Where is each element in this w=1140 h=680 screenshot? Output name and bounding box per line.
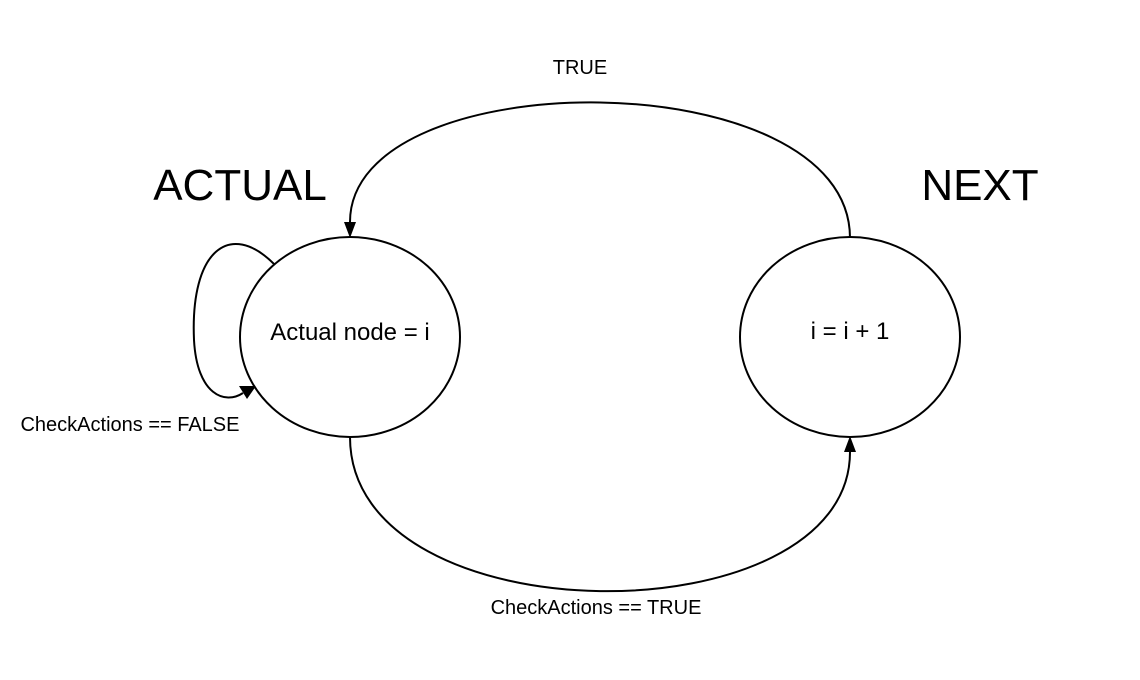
edge-actual-self-loop: [192, 243, 275, 399]
next-state-title: NEXT: [921, 161, 1038, 210]
edge-actual-to-next: [349, 436, 851, 593]
next-state-label: i = i + 1: [811, 318, 890, 345]
next-state-node: [739, 236, 961, 438]
edge-actual-self-loop-arrowhead: [239, 386, 256, 399]
edge-next-to-actual-arrowhead: [344, 222, 356, 238]
actual-state-title: ACTUAL: [153, 161, 327, 210]
actual-state-node: [239, 236, 461, 438]
edge-actual-to-next-label: CheckActions == TRUE: [491, 597, 702, 619]
actual-state-label: Actual node = i: [270, 319, 429, 346]
edge-actual-self-loop-label: CheckActions == FALSE: [20, 414, 239, 436]
edge-next-to-actual: [349, 101, 851, 239]
edge-actual-to-next-arrowhead: [844, 436, 856, 452]
edge-next-to-actual-label: TRUE: [553, 57, 607, 79]
